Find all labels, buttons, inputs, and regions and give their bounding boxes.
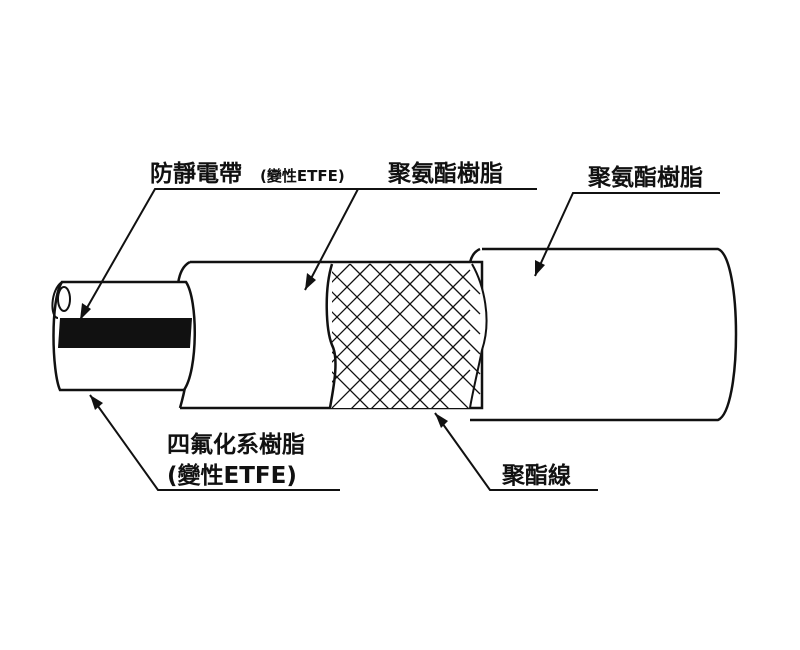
arrowheads	[80, 260, 545, 428]
antistatic-strip-note: (變性ETFE)	[260, 167, 345, 185]
outer-jacket	[464, 247, 738, 422]
leader-lines	[79, 188, 720, 491]
middle-layer-label: 聚氨酯樹脂	[387, 160, 503, 187]
inner-tube-label-line2: (變性ETFE)	[167, 462, 297, 489]
polyester-braid	[325, 263, 488, 409]
braid-label: 聚酯線	[501, 462, 571, 489]
antistatic-strip	[58, 318, 192, 348]
inner-tube	[51, 280, 196, 392]
antistatic-strip-label: 防靜電帶	[150, 160, 242, 187]
outer-jacket-label: 聚氨酯樹脂	[587, 164, 703, 191]
inner-tube-label-line1: 四氟化系樹脂	[167, 431, 305, 458]
